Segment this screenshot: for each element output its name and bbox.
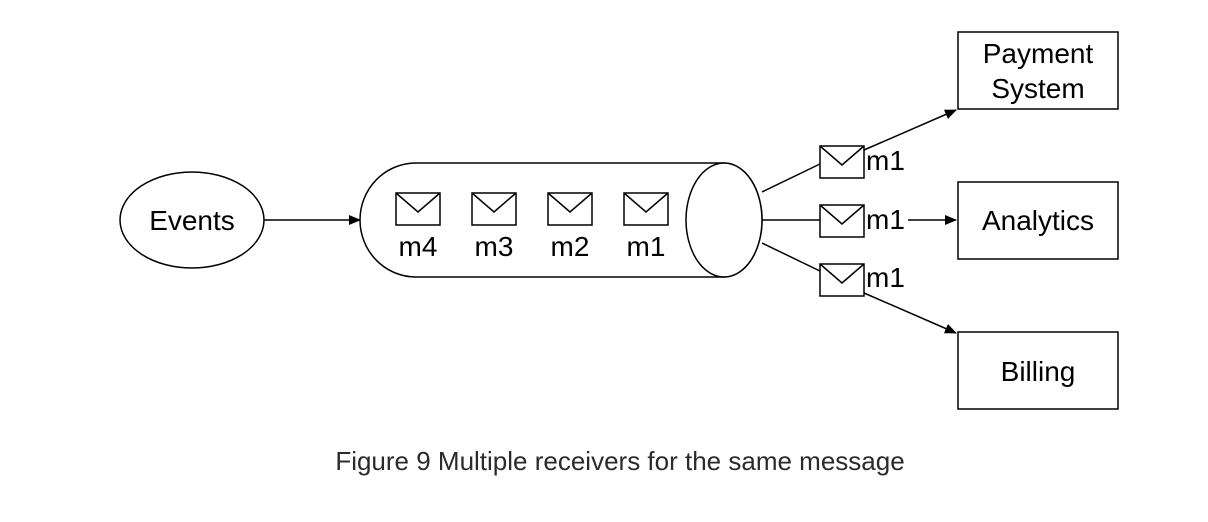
- envelope-icon: [819, 204, 865, 238]
- queue-message-label: m2: [551, 231, 590, 262]
- receiver-box: [957, 31, 1119, 110]
- queue-message-label: m4: [399, 231, 438, 262]
- receiver-label: Analytics: [982, 205, 1094, 236]
- queue-end-cap: [685, 162, 763, 278]
- receiver-label: Billing: [1001, 356, 1076, 387]
- queue-message-m4: m4: [395, 192, 441, 262]
- envelope-icon: [471, 192, 517, 226]
- envelope-icon: [547, 192, 593, 226]
- queue-message-label: m1: [627, 231, 666, 262]
- queue-message-m2: m2: [547, 192, 593, 262]
- edge-to-payment-system: m1: [761, 109, 957, 193]
- delivery-label: m1: [866, 204, 905, 235]
- queue-message-m1: m1: [623, 192, 669, 262]
- queue-message-m3: m3: [471, 192, 517, 262]
- delivery-label: m1: [866, 145, 905, 176]
- queue-message-label: m3: [475, 231, 514, 262]
- envelope-icon: [395, 192, 441, 226]
- receiver-label-line1: Payment: [983, 38, 1094, 69]
- edge-to-analytics: m1: [762, 204, 957, 238]
- figure-caption: Figure 9 Multiple receivers for the same…: [335, 446, 905, 476]
- delivery-label: m1: [866, 262, 905, 293]
- events-label: Events: [149, 205, 235, 236]
- receiver-box: [957, 331, 1119, 410]
- receiver-box: [957, 181, 1119, 260]
- receiver-label-line2: System: [991, 73, 1084, 104]
- events-node: Events: [119, 171, 265, 269]
- envelope-icon: [819, 145, 865, 179]
- receiver-billing: Billing: [957, 331, 1119, 410]
- envelope-icon: [819, 263, 865, 297]
- receiver-payment-system: Payment System: [957, 31, 1119, 110]
- receiver-analytics: Analytics: [957, 181, 1119, 260]
- envelope-icon: [623, 192, 669, 226]
- edge-to-billing: m1: [761, 242, 957, 334]
